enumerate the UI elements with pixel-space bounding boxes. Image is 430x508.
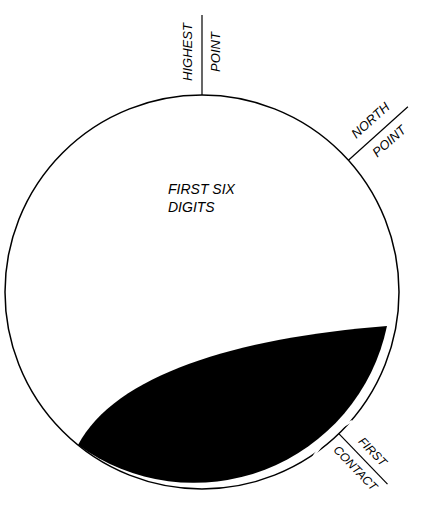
solar-disc	[5, 95, 399, 489]
region-label: FIRST SIX DIGITS	[168, 180, 246, 216]
point-label: HIGHEST POINT	[174, 17, 230, 87]
tick-group	[202, 15, 408, 484]
tick-line	[201, 15, 202, 95]
